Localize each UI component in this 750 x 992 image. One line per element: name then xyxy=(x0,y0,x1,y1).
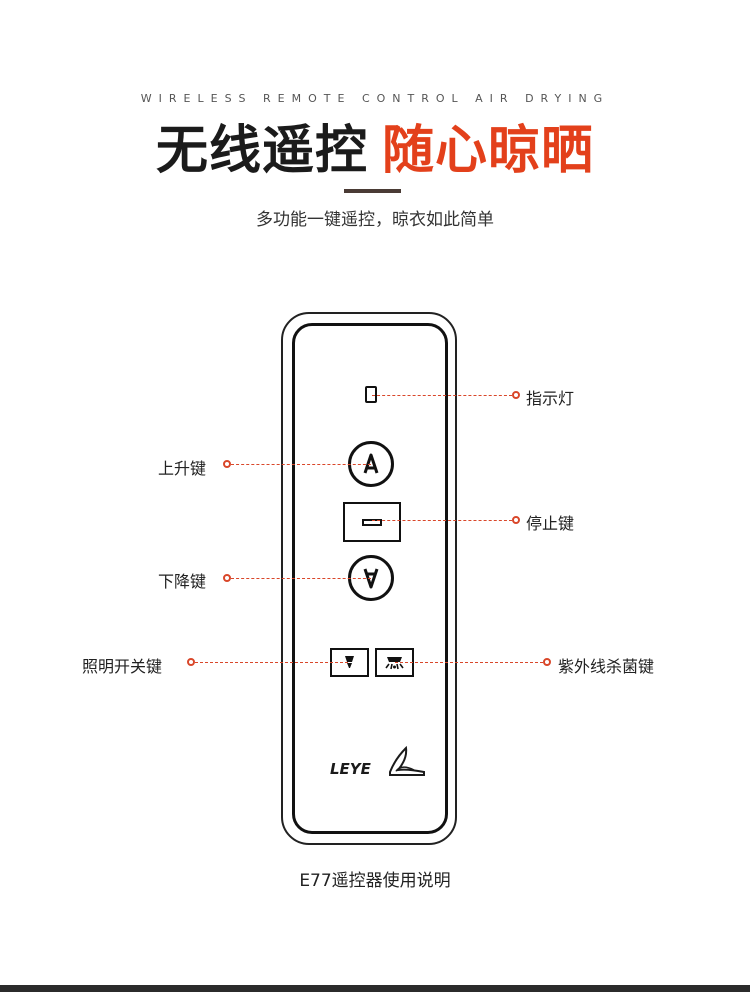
callout-line-uv xyxy=(395,662,543,663)
label-down: 下降键 xyxy=(158,572,207,591)
lamp-icon xyxy=(345,656,354,668)
callout-line-down xyxy=(231,578,371,579)
callout-line-light xyxy=(195,662,348,663)
callout-dot-light xyxy=(187,658,195,666)
headline: 无线遥控随心晾晒 xyxy=(0,108,750,183)
uv-sterilize-icon xyxy=(385,657,404,670)
callout-line-up xyxy=(231,464,371,465)
callout-dot-indicator xyxy=(512,391,520,399)
bottom-bar xyxy=(0,985,750,992)
callout-dot-up xyxy=(223,460,231,468)
brand-logo-text: LEYE xyxy=(330,760,372,778)
callout-dot-stop xyxy=(512,516,520,524)
headline-red: 随心晾晒 xyxy=(382,121,595,181)
tagline: 多功能一键遥控，晾衣如此简单 xyxy=(256,210,494,230)
title-divider xyxy=(344,189,401,193)
caption: E77遥控器使用说明 xyxy=(299,871,451,891)
label-light: 照明开关键 xyxy=(82,657,163,676)
indicator-led xyxy=(365,386,377,403)
subtitle-en: WIRELESS REMOTE CONTROL AIR DRYING xyxy=(140,92,610,105)
callout-dot-uv xyxy=(543,658,551,666)
label-uv: 紫外线杀菌键 xyxy=(558,657,655,676)
down-arrow-icon xyxy=(363,568,379,589)
up-arrow-icon xyxy=(363,453,379,474)
callout-line-indicator xyxy=(372,395,512,396)
headline-black: 无线遥控 xyxy=(155,121,368,181)
callout-line-stop xyxy=(372,520,512,521)
callout-dot-down xyxy=(223,574,231,582)
label-stop: 停止键 xyxy=(526,514,575,533)
brand-logo: LEYE xyxy=(330,745,425,778)
label-up: 上升键 xyxy=(158,459,207,478)
stop-button[interactable] xyxy=(343,502,401,542)
label-indicator: 指示灯 xyxy=(526,389,575,408)
